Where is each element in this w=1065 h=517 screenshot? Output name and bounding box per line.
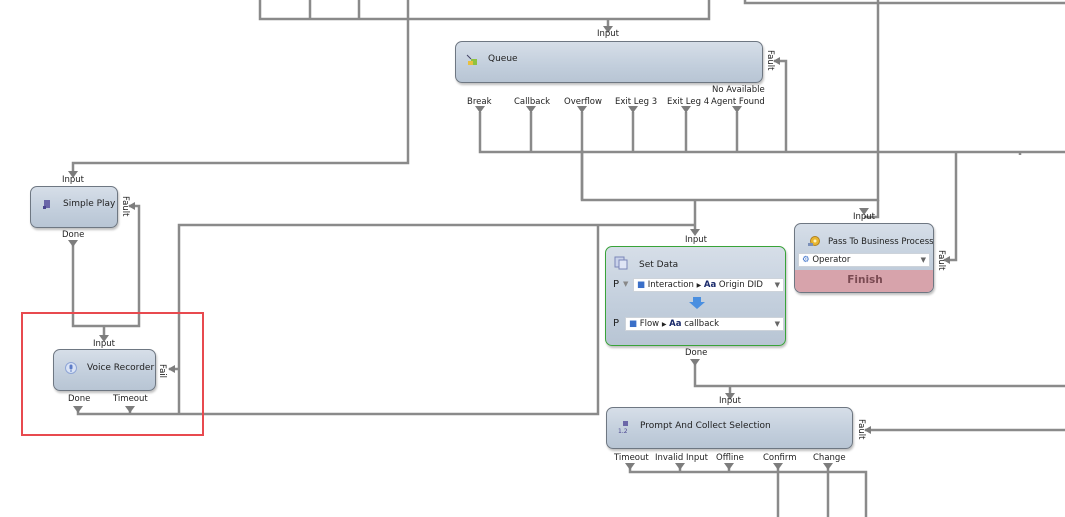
wire xyxy=(743,0,1065,5)
queue-output-no-agent-line2[interactable]: Agent Found xyxy=(711,97,765,107)
breadcrumb-arrow-icon: ▶ xyxy=(661,321,667,328)
arrow-down xyxy=(68,171,78,178)
source-field-dropdown[interactable]: ■ Interaction ▶ Aa Origin DID ▼ xyxy=(633,278,784,292)
arrow-down xyxy=(690,229,700,236)
set-data-node[interactable]: Set Data P ▼ ■ Interaction ▶ Aa Origin D… xyxy=(605,246,786,346)
pass-bp-title: Pass To Business Process xyxy=(828,237,934,247)
source-mode-caret-icon[interactable]: ▼ xyxy=(623,280,629,288)
target-scope: Flow xyxy=(639,319,660,329)
queue-node[interactable]: Queue xyxy=(455,41,763,83)
arrow-left xyxy=(168,365,175,373)
text-type-icon: Aa xyxy=(669,319,682,329)
queue-output-no-agent-line1[interactable]: No Available xyxy=(712,85,765,95)
prompt-output-change[interactable]: Change xyxy=(813,453,846,463)
set-data-done-label[interactable]: Done xyxy=(685,348,708,358)
voice-recorder-done-label[interactable]: Done xyxy=(68,394,91,404)
chevron-down-icon: ▼ xyxy=(920,256,926,264)
chevron-down-icon: ▼ xyxy=(774,320,780,328)
source-field: Origin DID xyxy=(718,280,763,290)
arrow-down xyxy=(859,208,869,215)
set-data-title: Set Data xyxy=(639,260,679,270)
queue-title: Queue xyxy=(488,54,518,64)
arrow-down xyxy=(725,393,735,400)
voice-recorder-fail-label[interactable]: Fail xyxy=(157,364,167,379)
simple-play-title: Simple Play xyxy=(63,199,116,209)
simple-play-node[interactable]: Simple Play xyxy=(30,186,118,228)
set-data-icon xyxy=(614,256,628,270)
wire xyxy=(774,59,788,152)
queue-output-exit-leg-4[interactable]: Exit Leg 4 xyxy=(667,97,710,107)
target-mode-toggle[interactable]: P xyxy=(613,318,620,329)
target-field-dropdown[interactable]: ■ Flow ▶ Aa callback ▼ xyxy=(625,317,784,331)
source-scope: Interaction xyxy=(647,280,694,290)
scope-cube-icon: ■ xyxy=(629,319,638,329)
business-process-dropdown[interactable]: ⚙ Operator ▼ xyxy=(798,253,930,267)
music-note-icon xyxy=(43,200,50,209)
wire xyxy=(693,360,1065,388)
arrow-left xyxy=(128,202,135,210)
wire xyxy=(628,464,868,517)
text-type-icon: Aa xyxy=(703,280,717,290)
queue-fault-label[interactable]: Fault xyxy=(765,50,775,71)
breadcrumb-arrow-icon: ▶ xyxy=(696,282,702,289)
pass-bp-fault-label[interactable]: Fault xyxy=(936,250,946,271)
simple-play-input-label: Input xyxy=(62,175,85,185)
assign-arrow-icon xyxy=(689,297,705,309)
prompt-collect-icon: 1,2 xyxy=(618,421,628,433)
wire xyxy=(864,200,880,219)
set-data-input-label: Input xyxy=(685,235,708,245)
arrow-down xyxy=(99,335,109,342)
queue-output-callback[interactable]: Callback xyxy=(514,97,551,107)
svg-text:1,2: 1,2 xyxy=(618,428,628,433)
chevron-down-icon: ▼ xyxy=(774,281,780,289)
microphone-icon xyxy=(65,362,77,374)
arrow-left xyxy=(773,57,780,65)
wire xyxy=(71,0,410,172)
wire xyxy=(258,0,711,21)
gear-icon xyxy=(808,236,820,246)
process-icon: ⚙ xyxy=(802,255,810,265)
business-process-value: Operator xyxy=(812,255,851,265)
queue-output-exit-leg-3[interactable]: Exit Leg 3 xyxy=(615,97,658,107)
queue-output-break[interactable]: Break xyxy=(467,97,492,107)
pass-bp-input-label: Input xyxy=(853,212,876,222)
selection-highlight xyxy=(21,312,204,436)
queue-icon xyxy=(466,54,477,65)
prompt-output-confirm[interactable]: Confirm xyxy=(763,453,797,463)
wire xyxy=(944,152,958,262)
queue-output-overflow[interactable]: Overflow xyxy=(564,97,602,107)
arrow-left xyxy=(864,426,871,434)
prompt-and-collect-node[interactable]: 1,2 Prompt And Collect Selection xyxy=(606,407,853,449)
simple-play-fault-label[interactable]: Fault xyxy=(120,196,130,217)
voice-recorder-input-label: Input xyxy=(93,339,116,349)
prompt-output-offline[interactable]: Offline xyxy=(716,453,744,463)
finish-bar: Finish xyxy=(795,270,933,292)
prompt-collect-input-label: Input xyxy=(719,396,742,406)
voice-recorder-node[interactable]: Voice Recorder xyxy=(53,349,156,391)
prompt-output-invalid-input[interactable]: Invalid Input xyxy=(655,453,708,463)
arrow-left xyxy=(943,256,950,264)
source-mode-toggle[interactable]: P xyxy=(613,279,620,290)
wire xyxy=(71,204,141,328)
prompt-collect-title: Prompt And Collect Selection xyxy=(640,421,771,431)
scope-cube-icon: ■ xyxy=(637,280,646,290)
wire xyxy=(478,112,1065,154)
voice-recorder-title: Voice Recorder xyxy=(87,363,155,373)
voice-recorder-timeout-label[interactable]: Timeout xyxy=(113,394,148,404)
wire xyxy=(177,223,695,413)
simple-play-done-label[interactable]: Done xyxy=(62,230,85,240)
queue-input-label: Input xyxy=(597,29,620,39)
target-field: callback xyxy=(684,319,720,329)
arrow-down xyxy=(603,26,613,33)
prompt-collect-fault-label[interactable]: Fault xyxy=(856,419,866,440)
pass-to-business-process-node[interactable]: Pass To Business Process ⚙ Operator ▼ Fi… xyxy=(794,223,934,293)
prompt-output-timeout[interactable]: Timeout xyxy=(614,453,649,463)
